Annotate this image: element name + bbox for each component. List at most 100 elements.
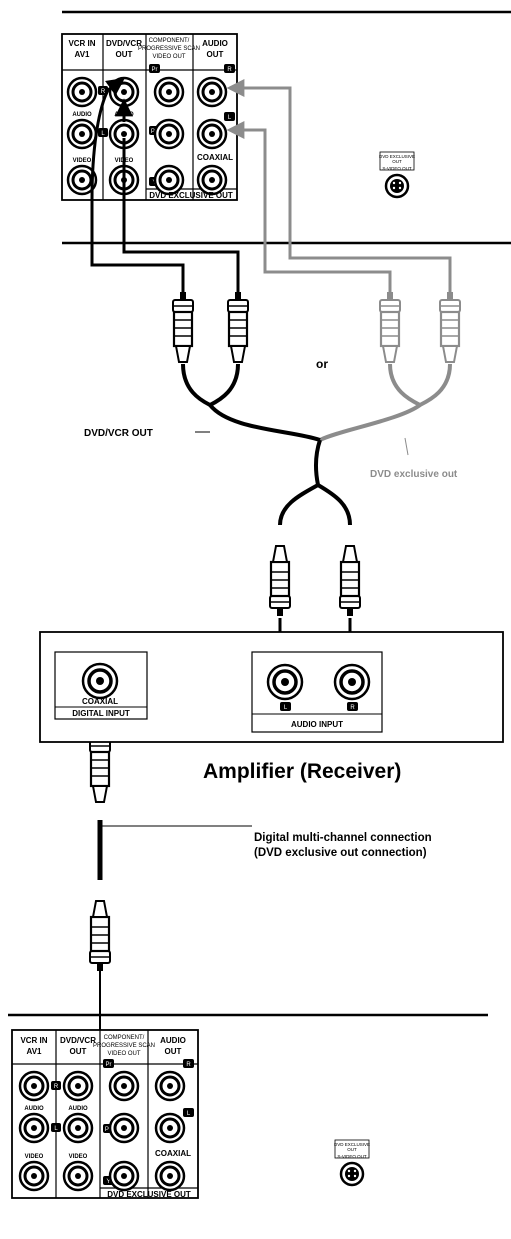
top-jack-pb bbox=[153, 118, 185, 150]
top-header-av1: AV1 bbox=[75, 50, 91, 59]
top-svideo-label-3: S-VIDEO OUT bbox=[382, 166, 412, 171]
plug-coaxial-bottom bbox=[88, 899, 112, 973]
top-label-dvd-exclusive-out: DVD EXCLUSIVE OUT bbox=[149, 191, 233, 200]
top-jack-audio-out-r bbox=[196, 76, 228, 108]
bottom-badge-l bbox=[183, 1108, 194, 1117]
trunk-to-amp-l bbox=[278, 439, 322, 526]
bottom-svideo-label-1: DVD EXCLUSIVE bbox=[334, 1142, 370, 1147]
svg-text:Pr: Pr bbox=[152, 67, 158, 73]
top-svideo-label-1: DVD EXCLUSIVE bbox=[379, 154, 415, 159]
top-label-video-left: VIDEO bbox=[73, 158, 92, 164]
top-jack-vcr-audio-l bbox=[66, 118, 98, 150]
bottom-header-audio-out: OUT bbox=[165, 1047, 182, 1056]
amp-label-digital-input: DIGITAL INPUT bbox=[72, 709, 130, 718]
gray-cable-l bbox=[226, 121, 392, 292]
bottom-jack-audio-out-r bbox=[154, 1070, 186, 1102]
svg-text:L: L bbox=[54, 1126, 58, 1132]
bottom-jack-dvdvcr-audio-r bbox=[62, 1070, 94, 1102]
cables bbox=[90, 77, 452, 1182]
bottom-jack-vcr-audio-r bbox=[18, 1070, 50, 1102]
amp-coaxial-jack bbox=[81, 662, 119, 700]
amp-audio-jack-l bbox=[266, 663, 304, 701]
top-label-audio-left: AUDIO bbox=[72, 112, 92, 118]
bottom-header-vcr-in: VCR IN bbox=[20, 1036, 47, 1045]
bottom-header-av1: AV1 bbox=[27, 1047, 43, 1056]
svg-text:R: R bbox=[186, 1062, 191, 1068]
top-jack-pr bbox=[153, 76, 185, 108]
bottom-jack-vcr-video bbox=[18, 1160, 50, 1192]
top-jack-audio-out-l bbox=[196, 118, 228, 150]
digital-connection-line1: Digital multi-channel connection bbox=[254, 832, 432, 844]
bottom-header-component: COMPONENT/ bbox=[104, 1035, 145, 1041]
bottom-label-audio-mid: AUDIO bbox=[68, 1106, 88, 1112]
bottom-jack-y bbox=[108, 1160, 140, 1192]
gray-cable-trunk bbox=[319, 403, 422, 442]
amp-label-coaxial: COAXIAL bbox=[82, 697, 118, 706]
amplifier-title: Amplifier (Receiver) bbox=[203, 760, 401, 783]
top-header-audio-out: OUT bbox=[207, 50, 224, 59]
svg-text:L: L bbox=[228, 115, 232, 121]
black-cable-trunk bbox=[208, 403, 321, 442]
top-jack-y bbox=[153, 164, 185, 196]
top-badge-l-small bbox=[98, 128, 108, 137]
svg-text:R: R bbox=[101, 89, 106, 95]
svg-text:L: L bbox=[187, 1111, 191, 1117]
label-dvd-exclusive-out: DVD exclusive out bbox=[370, 469, 458, 480]
bottom-header-out: OUT bbox=[70, 1047, 87, 1056]
gray-cable-r bbox=[226, 79, 452, 292]
bottom-svideo-label-2: OUT bbox=[347, 1147, 357, 1152]
trunk-to-amp-r bbox=[316, 483, 352, 526]
svg-text:R: R bbox=[227, 67, 232, 73]
svg-text:Pb: Pb bbox=[105, 1127, 113, 1133]
black-cable-l bbox=[122, 138, 240, 292]
bottom-label-audio-left: AUDIO bbox=[24, 1106, 44, 1112]
label-dvd-vcr-out: DVD/VCR OUT bbox=[84, 428, 153, 439]
plug-dvdvcr-left bbox=[171, 290, 195, 364]
top-jack-vcr-audio-r bbox=[66, 76, 98, 108]
top-dvd-panel: VCR IN AV1 DVD/VCR OUT COMPONENT/ PROGRE… bbox=[61, 10, 511, 245]
bottom-dvd-panel: VCR IN AV1 DVD/VCR OUT COMPONENT/ PROGRE… bbox=[8, 1013, 488, 1199]
bottom-jack-pr bbox=[108, 1070, 140, 1102]
top-header-progressive: PROGRESSIVE SCAN bbox=[138, 46, 200, 52]
bottom-header-progressive: PROGRESSIVE SCAN bbox=[93, 1043, 155, 1049]
top-jack-coaxial bbox=[196, 164, 228, 196]
bottom-label-coaxial: COAXIAL bbox=[155, 1149, 191, 1158]
svg-text:L: L bbox=[101, 131, 105, 137]
amp-audio-jack-r bbox=[333, 663, 371, 701]
bottom-label-dvd-exclusive-out: DVD EXCLUSIVE OUT bbox=[107, 1190, 191, 1199]
top-header-audio: AUDIO bbox=[202, 39, 228, 48]
top-header-component: COMPONENT/ bbox=[149, 38, 190, 44]
top-badge-pr bbox=[149, 64, 160, 73]
top-label-coaxial: COAXIAL bbox=[197, 153, 233, 162]
bottom-jack-coaxial bbox=[154, 1160, 186, 1192]
plug-amp-right bbox=[338, 544, 362, 618]
top-header-vcr-in: VCR IN bbox=[68, 39, 95, 48]
digital-connection-line2: (DVD exclusive out connection) bbox=[254, 847, 427, 859]
top-badge-r bbox=[224, 64, 235, 73]
black-cable-r bbox=[90, 89, 185, 292]
bottom-badge-r bbox=[183, 1059, 194, 1068]
bottom-badge-l-small bbox=[51, 1123, 61, 1132]
top-badge-l bbox=[224, 112, 235, 121]
svg-text:R: R bbox=[54, 1084, 59, 1090]
svg-text:Pr: Pr bbox=[106, 1062, 112, 1068]
svg-text:Y: Y bbox=[106, 1179, 110, 1185]
plug-dvdvcr-right bbox=[226, 290, 250, 364]
top-header-dvd-vcr: DVD/VCR bbox=[106, 39, 142, 48]
top-header-out: OUT bbox=[116, 50, 133, 59]
plug-exclusive-left bbox=[378, 290, 402, 364]
bottom-label-video-left: VIDEO bbox=[25, 1154, 44, 1160]
bottom-jack-dvdvcr-audio-l bbox=[62, 1112, 94, 1144]
amplifier-panel: COAXIAL DIGITAL INPUT L R AUDIO INPUT Am… bbox=[39, 631, 504, 783]
bottom-header-dvd-vcr: DVD/VCR bbox=[60, 1036, 96, 1045]
amp-badge-l: L bbox=[284, 705, 288, 711]
black-cable-join bbox=[181, 363, 240, 408]
bottom-label-video-mid: VIDEO bbox=[69, 1154, 88, 1160]
amp-badge-r: R bbox=[350, 705, 355, 711]
bottom-svideo-label-3: S-VIDEO OUT bbox=[337, 1154, 367, 1159]
amp-label-audio-input: AUDIO INPUT bbox=[291, 720, 343, 729]
bottom-header-audio: AUDIO bbox=[160, 1036, 186, 1045]
bottom-header-video-out: VIDEO OUT bbox=[107, 1051, 140, 1057]
bottom-jack-pb bbox=[108, 1112, 140, 1144]
